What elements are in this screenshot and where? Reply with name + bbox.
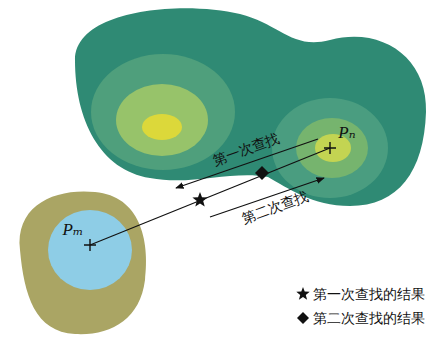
lower-region [20,191,147,334]
first-result-star [192,192,207,207]
search-line [90,148,330,245]
legend-text: 第二次查找的结果 [313,311,425,326]
point-label: Pₙ [338,124,355,143]
upper-left-peak [142,114,182,140]
second-result-diamond [255,166,269,180]
legend-diamond [297,312,309,324]
right-ring [272,98,388,198]
legend-star [296,287,309,300]
lower-basin [48,210,132,290]
upper-left-ring-inner [116,84,208,156]
point-label: Pₘ [63,221,84,240]
legend-text: 第一次查找的结果 [313,287,425,302]
point-mark [84,239,96,251]
upper-region [75,8,426,206]
point-mark [324,142,336,154]
right-ring-inner [296,118,368,178]
